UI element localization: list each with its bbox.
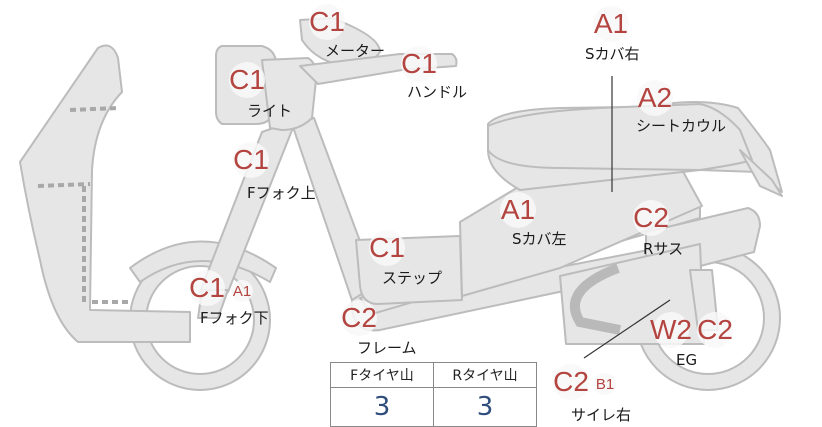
grade-badge-f-fork-upper: C1 xyxy=(233,142,269,178)
seat xyxy=(487,103,753,171)
grade-badge-s-cover-r: A1 xyxy=(593,6,629,42)
part-label-f-fork-upper: Fフォク上 xyxy=(247,184,316,202)
part-label-f-fork-lower: Fフォク下 xyxy=(200,309,269,327)
leader-muffler-right xyxy=(583,299,671,359)
front-tire-tread-value: 3 xyxy=(330,387,434,427)
grade-badge-f-fork-lower: C1 xyxy=(189,270,225,306)
part-label-s-cover-l: Sカバ左 xyxy=(512,230,567,248)
part-label-step: ステップ xyxy=(382,269,443,287)
part-label-engine: EG xyxy=(676,351,698,369)
part-label-s-cover-r: Sカバ右 xyxy=(585,45,640,63)
rear-tire-tread-header: Rタイヤ山 xyxy=(433,362,537,388)
grade-badge-f-fork-lower-2: A1 xyxy=(231,280,253,302)
part-label-r-sus: Rサス xyxy=(643,240,684,258)
part-label-handle: ハンドル xyxy=(407,83,468,101)
leg-shield xyxy=(19,44,191,343)
grade-badge-light: C1 xyxy=(229,62,265,98)
grade-badge-frame: C2 xyxy=(341,300,377,336)
grade-badge-meter: C1 xyxy=(309,4,345,40)
grade-badge-step: C1 xyxy=(369,230,405,266)
grade-badge-muffler-r-2: B1 xyxy=(594,373,616,395)
exhaust-pipe xyxy=(570,263,621,335)
tire-tread-table: Fタイヤ山 Rタイヤ山 3 3 xyxy=(330,362,537,427)
part-label-frame: フレーム xyxy=(357,339,417,357)
part-label-light: ライト xyxy=(247,102,293,120)
grade-badge-muffler-r: C2 xyxy=(553,364,589,400)
grade-badge-engine-2: C2 xyxy=(697,312,733,348)
part-label-meter: メーター xyxy=(325,42,386,60)
grade-badge-s-cover-l: A1 xyxy=(500,192,536,228)
grade-badge-r-sus: C2 xyxy=(633,200,669,236)
grade-badge-engine: W2 xyxy=(650,312,692,348)
rear-tire-tread-value: 3 xyxy=(433,387,537,427)
front-tire-tread-header: Fタイヤ山 xyxy=(330,362,434,388)
grade-badge-handle: C1 xyxy=(401,46,437,82)
part-label-muffler-r: サイレ右 xyxy=(571,406,632,424)
grade-badge-seat-cowl: A2 xyxy=(637,80,673,116)
part-label-seat-cowl: シートカウル xyxy=(636,117,727,135)
